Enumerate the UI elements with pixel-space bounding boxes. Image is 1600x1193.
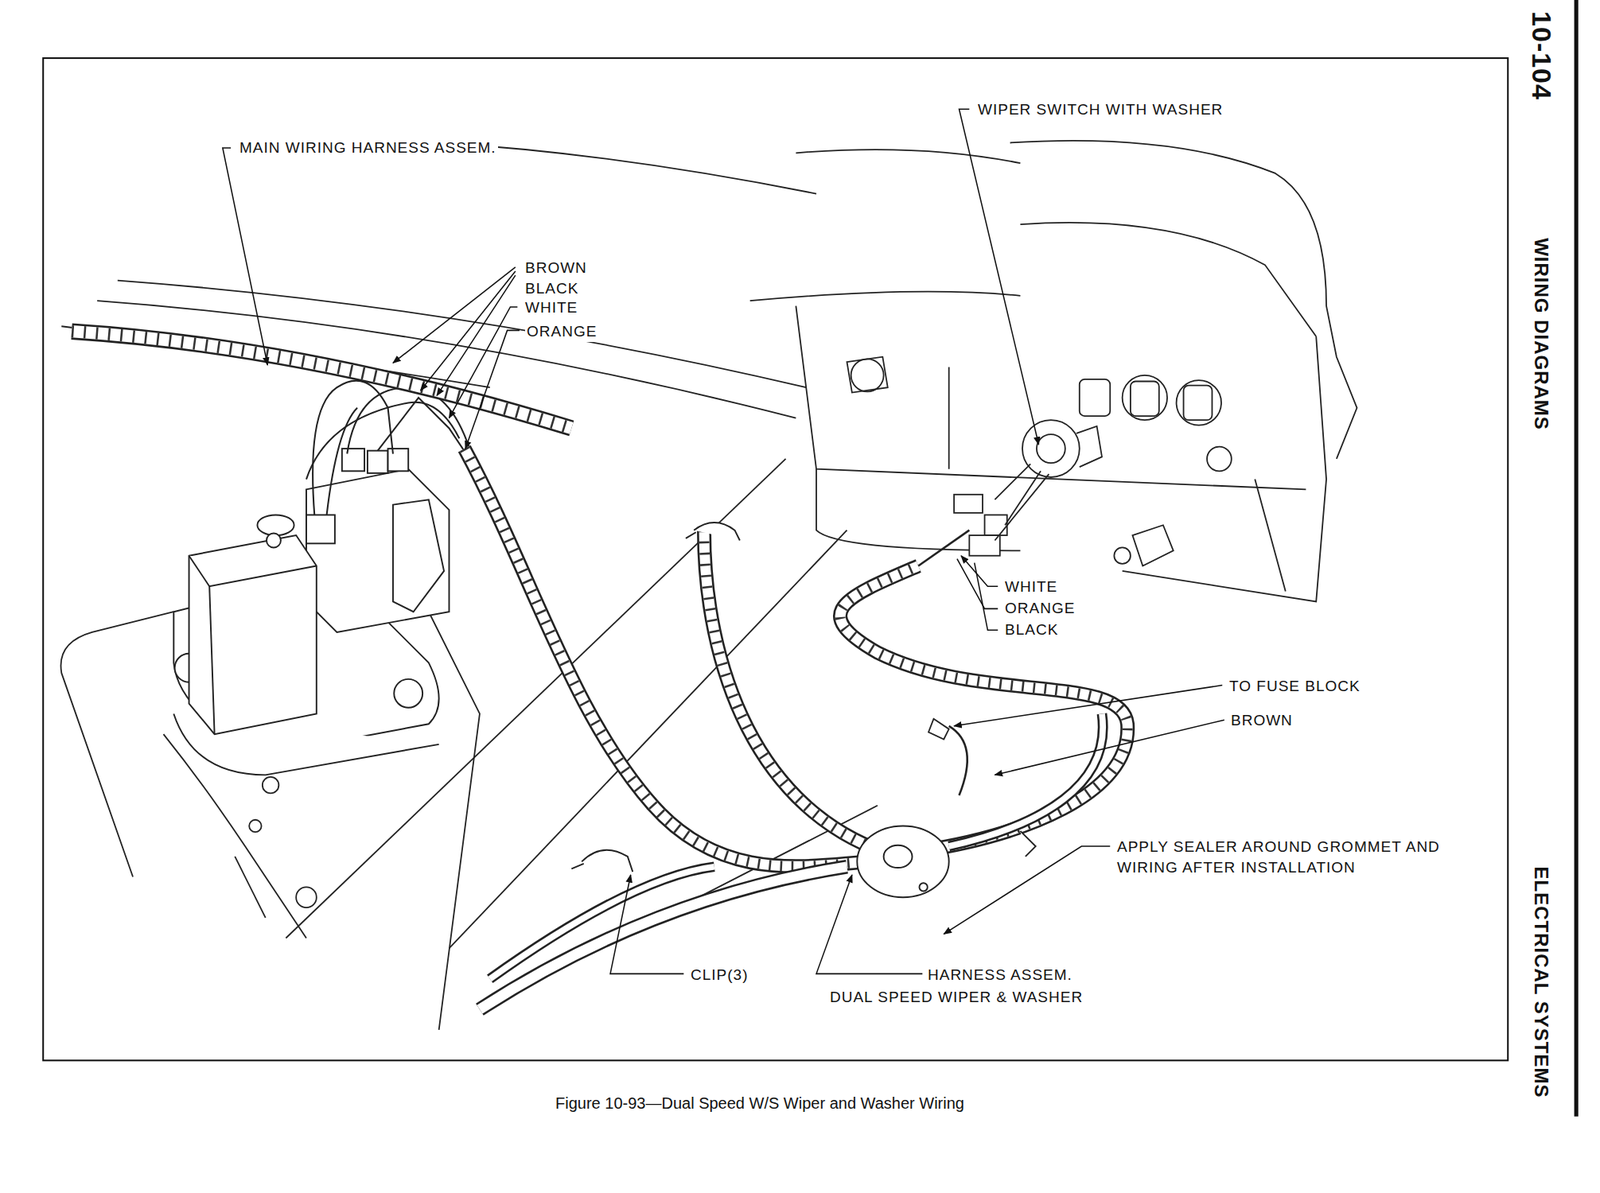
wiper-motor [173,448,449,775]
callout-label: ORANGE [1003,598,1077,619]
callout-label: WIPER SWITCH WITH WASHER [976,99,1225,121]
callout-label: BLACK [523,278,581,300]
harness [71,331,1128,1011]
callout-label: TO FUSE BLOCK [1227,676,1363,697]
callout-label: BROWN [1229,710,1295,732]
figure-caption: Figure 10-93—Dual Speed W/S Wiper and Wa… [555,1094,965,1114]
callout-label: CLIP(3) [689,965,750,986]
page-header: 10-104 [1526,8,1558,103]
frame [42,58,1508,1061]
callout-label: BROWN [523,257,589,279]
leader-lines [222,109,1225,974]
callout-label: WHITE [1003,576,1059,598]
callout-label: ORANGE [525,321,599,343]
vehicle-body [60,140,1357,1031]
callout-label: WHITE [523,297,580,319]
page-header: WIRING DIAGRAMS [1529,235,1553,433]
callout-label: APPLY SEALER AROUND GROMMET AND WIRING A… [1115,836,1469,879]
page-header: ELECTRICAL SYSTEMS [1529,864,1553,1102]
callout-label: DUAL SPEED WIPER & WASHER [828,987,1085,1009]
callout-label: HARNESS ASSEM. [926,965,1075,986]
margin-rule [1574,0,1579,1118]
callout-label: BLACK [1003,619,1060,641]
callout-label: MAIN WIRING HARNESS ASSEM. [237,137,499,159]
grommet-and-clips [571,522,1036,898]
